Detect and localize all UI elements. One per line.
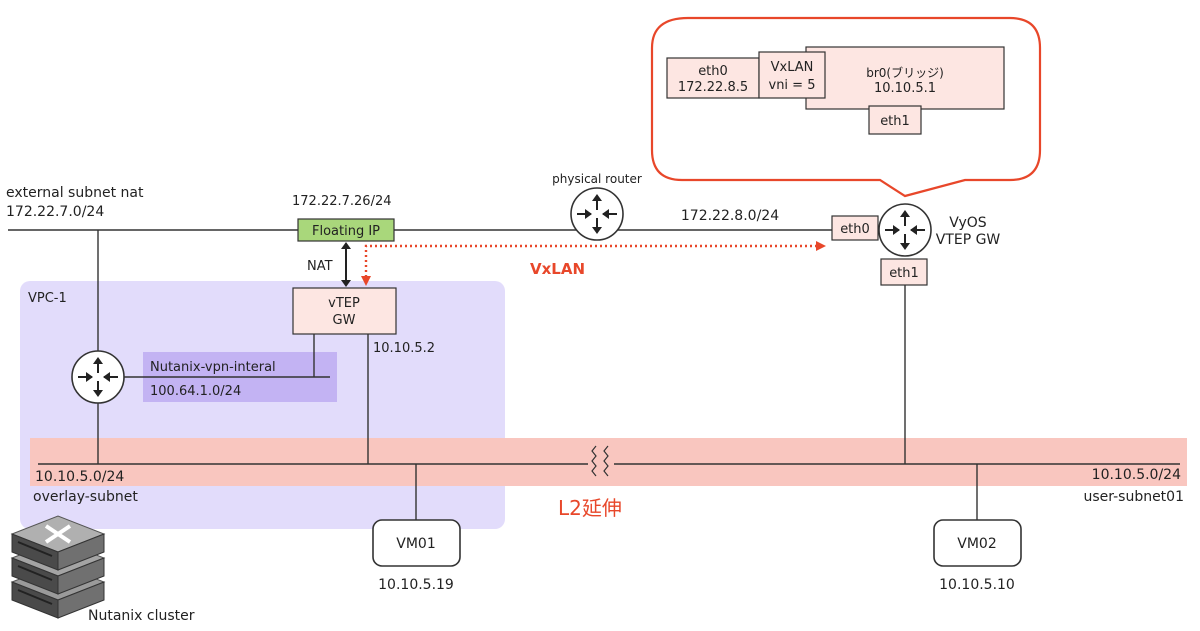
l2-extension-label: L2延伸: [558, 496, 622, 520]
vm02-ip: 10.10.5.10: [939, 577, 1015, 593]
vyos-router-icon: [878, 203, 932, 257]
overlay-subnet-cidr: 10.10.5.0/24: [35, 469, 124, 485]
callout-br0-ip: 10.10.5.1: [874, 81, 936, 96]
vyos-eth1-box: [880, 258, 928, 286]
callout-vxlan-box: [758, 51, 826, 99]
nutanix-cluster-icon: [10, 515, 106, 619]
vyos-role: VTEP GW: [936, 232, 1001, 248]
vxlan-label: VxLAN: [530, 260, 585, 278]
callout-eth0-label: eth0: [698, 64, 728, 79]
vxlan-tunnel: [361, 241, 826, 286]
vpc-router-icon: [71, 350, 125, 404]
callout-eth1-box: [868, 105, 922, 135]
callout-eth0-ip: 172.22.8.5: [678, 80, 748, 95]
vyos-eth0-label: eth0: [840, 222, 870, 237]
vpc-label: VPC-1: [28, 291, 67, 306]
vm01-box: [372, 519, 461, 567]
physical-network-cidr: 172.22.8.0/24: [681, 208, 779, 224]
vtep-gw-line2: GW: [333, 313, 356, 328]
callout-eth1-label: eth1: [880, 114, 910, 129]
nutanix-cluster-label: Nutanix cluster: [88, 608, 195, 624]
physical-router-icon: [570, 187, 624, 241]
internal-subnet-cidr: 100.64.1.0/24: [150, 384, 241, 399]
overlay-subnet-name: overlay-subnet: [33, 489, 138, 505]
callout-br0-label: br0(ブリッジ): [866, 65, 944, 80]
nat-label: NAT: [307, 259, 333, 274]
callout-vxlan-vni: vni = 5: [769, 78, 816, 93]
vm01-name: VM01: [396, 536, 435, 552]
vm02-name: VM02: [957, 536, 996, 552]
vyos-eth0-box: [831, 215, 879, 241]
nat-arrow: [341, 242, 351, 287]
external-subnet-name: external subnet nat: [6, 185, 144, 201]
internal-subnet-name: Nutanix-vpn-interal: [150, 360, 276, 375]
line-break-icon: [588, 445, 614, 477]
callout-eth0-box: [666, 57, 760, 99]
floating-ip-address: 172.22.7.26/24: [292, 194, 392, 209]
floating-ip-box: [297, 218, 395, 242]
vyos-name: VyOS: [949, 215, 987, 231]
external-subnet-cidr: 172.22.7.0/24: [6, 204, 104, 220]
vm02-box: [933, 519, 1022, 567]
callout-br0-box: [805, 46, 1005, 110]
vtep-gw-ip: 10.10.5.2: [373, 341, 435, 356]
vm01-ip: 10.10.5.19: [378, 577, 454, 593]
user-subnet-cidr: 10.10.5.0/24: [1092, 467, 1181, 483]
vyos-eth1-label: eth1: [889, 266, 919, 281]
floating-ip-label: Floating IP: [312, 224, 380, 239]
user-subnet-name: user-subnet01: [1083, 489, 1184, 505]
physical-router-label: physical router: [552, 172, 642, 186]
callout-bubble: eth0 172.22.8.5 br0(ブリッジ) 10.10.5.1 VxLA…: [650, 16, 1042, 198]
vtep-gw-box: [292, 287, 397, 335]
callout-vxlan-label: VxLAN: [771, 60, 814, 75]
vtep-gw-line1: vTEP: [328, 296, 360, 311]
